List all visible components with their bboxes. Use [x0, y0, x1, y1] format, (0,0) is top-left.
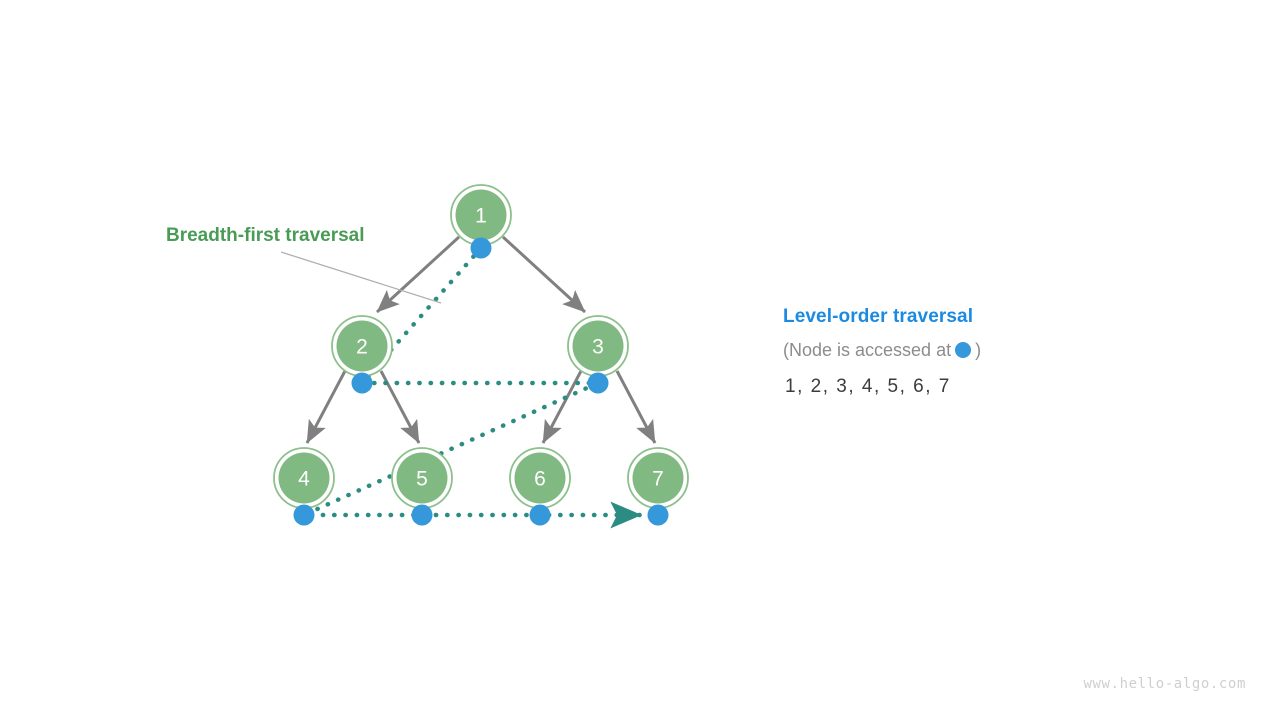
tree-node-7[interactable]: 7 [627, 447, 689, 526]
bfs-leader-line [280, 251, 442, 304]
edge-n3-n7 [615, 370, 657, 444]
legend-subtitle-after: ) [975, 340, 982, 360]
tree-nodes: 1 2 3 4 5 [273, 184, 689, 526]
visit-dot[interactable] [647, 504, 669, 526]
tree-node-4[interactable]: 4 [273, 447, 335, 526]
node-body [455, 189, 507, 241]
node-label: 2 [356, 336, 368, 359]
visit-dot[interactable] [529, 504, 551, 526]
traversal-sequence: 1, 2, 3, 4, 5, 6, 7 [785, 376, 951, 397]
legend-subtitle-before: (Node is accessed at [783, 340, 952, 360]
bfs-label: Breadth-first traversal [166, 225, 365, 246]
edge-n3-n6 [541, 370, 583, 444]
visit-dot[interactable] [587, 372, 609, 394]
visit-dot[interactable] [411, 504, 433, 526]
tree-node-1[interactable]: 1 [450, 184, 512, 259]
node-label: 3 [592, 336, 604, 359]
tree-node-5[interactable]: 5 [391, 447, 453, 526]
edge-n1-n3 [501, 235, 587, 314]
node-label: 4 [298, 468, 310, 491]
node-body [336, 320, 388, 372]
node-label: 5 [416, 468, 428, 491]
tree-node-3[interactable]: 3 [567, 315, 629, 394]
tree-node-6[interactable]: 6 [509, 447, 571, 526]
node-body [632, 452, 684, 504]
node-label: 6 [534, 468, 546, 491]
tree-node-2[interactable]: 2 [331, 315, 393, 394]
edge-n1-n2 [375, 235, 461, 314]
visit-dot-icon [955, 342, 972, 358]
node-label: 1 [475, 205, 487, 228]
visit-dot[interactable] [470, 237, 492, 259]
node-body [514, 452, 566, 504]
node-body [572, 320, 624, 372]
watermark: www.hello-algo.com [1083, 676, 1246, 692]
node-body [396, 452, 448, 504]
node-body [278, 452, 330, 504]
visit-dot[interactable] [351, 372, 373, 394]
legend-subtitle: (Node is accessed at) [783, 336, 1203, 364]
edge-n2-n4 [305, 370, 347, 444]
legend-title: Level-order traversal [783, 306, 974, 327]
node-label: 7 [652, 468, 664, 491]
visit-dot[interactable] [293, 504, 315, 526]
legend-panel: Level-order traversal (Node is accessed … [783, 303, 1203, 401]
